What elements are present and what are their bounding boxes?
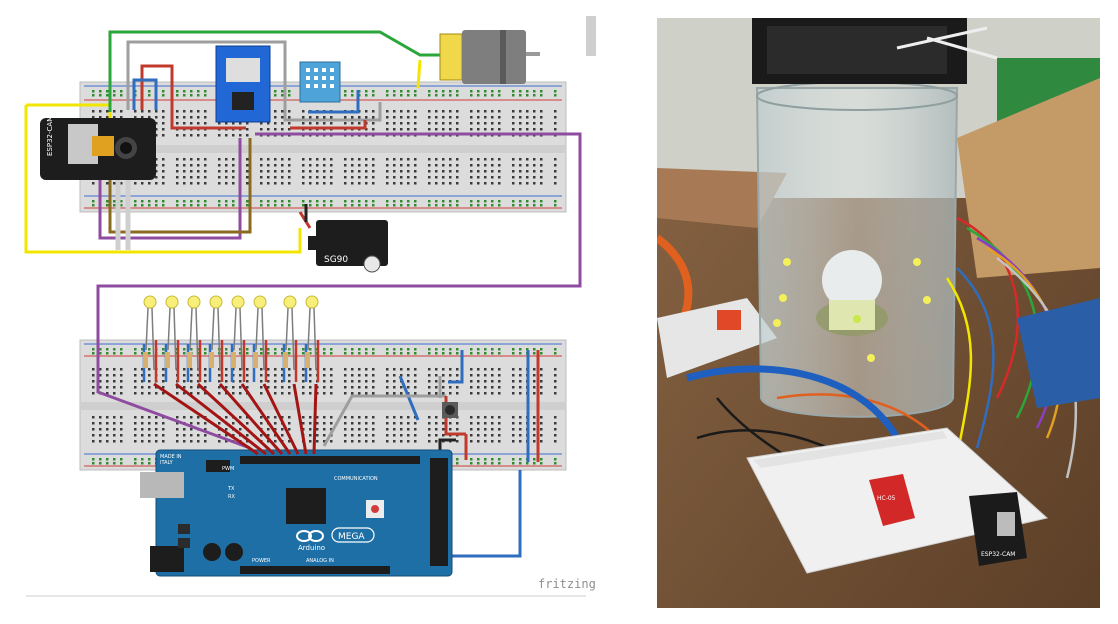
- resistor: [209, 352, 214, 368]
- led-signal-wire: [153, 382, 259, 456]
- arduino-brand: Arduino: [298, 544, 325, 552]
- scroll-thumb: [586, 16, 596, 56]
- led-signal-wire: [292, 383, 308, 455]
- prototype-photo: HC-05 ESP32-CAM: [657, 18, 1100, 608]
- led-signal-wire: [262, 383, 300, 455]
- arduino-made-in: MADE IN: [160, 454, 182, 460]
- sd-card-module: [215, 45, 271, 123]
- resistor: [143, 352, 148, 368]
- fritzing-watermark: fritzing: [538, 577, 596, 591]
- led: [164, 295, 180, 382]
- resistor: [283, 352, 288, 368]
- led-signal-wire: [218, 383, 284, 455]
- fritzing-diagram: ESP32-CAM SG90: [24, 16, 596, 597]
- led-signal-wire: [175, 382, 267, 456]
- led-wires: [153, 382, 318, 456]
- esp32-photo-label: ESP32-CAM: [981, 551, 1016, 558]
- power-strip: [657, 298, 777, 378]
- led-signal-wire: [196, 382, 276, 456]
- led-array: [142, 295, 320, 382]
- led: [304, 295, 320, 382]
- dc-motor: [439, 30, 540, 84]
- esp32-cam-module: ESP32-CAM: [40, 116, 156, 180]
- arduino-pwm-label: PWM: [222, 466, 234, 472]
- resistor: [231, 352, 236, 368]
- led: [208, 295, 224, 382]
- hc05-label: HC-05: [877, 495, 896, 502]
- led: [186, 295, 202, 382]
- arduino-infinity-logo: [296, 530, 324, 542]
- esp32-label: ESP32-CAM: [46, 116, 54, 156]
- arduino-analog-label: ANALOG IN: [306, 558, 334, 564]
- led: [230, 295, 246, 382]
- arduino-mega: MADE IN ITALY PWM COMMUNICATION TX RX Ar…: [140, 449, 453, 577]
- servo-label: SG90: [324, 255, 348, 265]
- arduino-power-label: POWER: [252, 558, 271, 564]
- arduino-tx-label: TX: [227, 486, 235, 492]
- led: [142, 295, 158, 382]
- arduino-board-photo: [1017, 298, 1100, 408]
- resistor: [253, 352, 258, 368]
- arduino-rx-label: RX: [228, 494, 235, 500]
- hc05-module: [869, 474, 915, 526]
- dht-sensor: [299, 61, 341, 103]
- arduino-comm-label: COMMUNICATION: [334, 476, 378, 482]
- led-signal-wire: [312, 383, 318, 455]
- resistor: [165, 352, 170, 368]
- usb-cable: [686, 365, 901, 440]
- light-bulb: [822, 250, 882, 310]
- led: [282, 295, 298, 382]
- servo-motor: SG90: [308, 220, 388, 273]
- pushbutton: [442, 402, 458, 418]
- cardboard-box: [957, 78, 1100, 278]
- led: [252, 295, 268, 382]
- led-signal-wire: [240, 383, 292, 455]
- resistor: [187, 352, 192, 368]
- jar-leds: [773, 258, 931, 362]
- resistor: [305, 352, 310, 368]
- top-wires: [24, 30, 582, 450]
- arduino-made-in-country: ITALY: [160, 460, 174, 466]
- arduino-model: MEGA: [338, 532, 365, 542]
